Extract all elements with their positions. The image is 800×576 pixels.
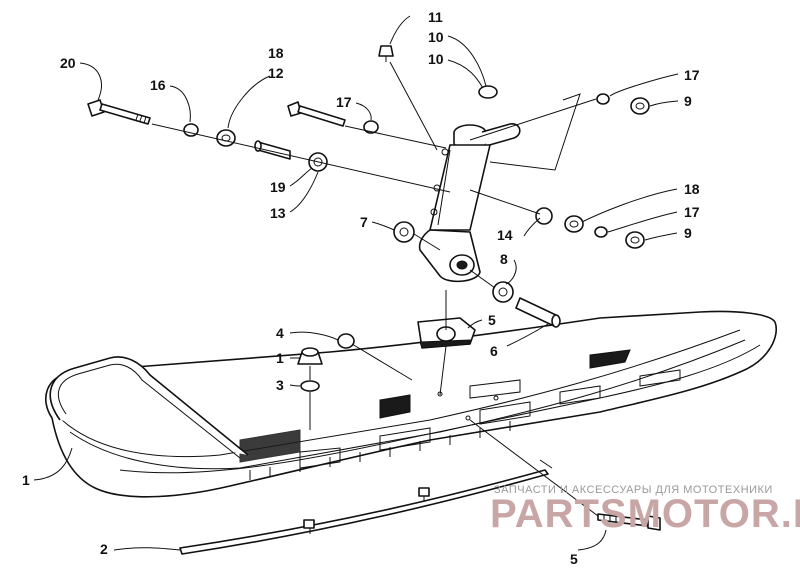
nut-6 [337,333,355,349]
callout-5: 5 [570,551,578,567]
callout-10: 9 [684,93,692,109]
watermark-brand: PARTSMOTOR.RU [490,492,800,536]
washer-4 [300,380,320,392]
washer-17d [594,226,608,238]
nut-10b [625,231,645,249]
washer-17c [596,93,610,105]
bushing-16b [535,207,553,225]
callout-17: 17 [336,94,352,110]
callout-17: 17 [684,204,700,220]
watermark-tagline: ЗАПЧАСТИ И АКСЕССУАРЫ ДЛЯ МОТОТЕХНИКИ [494,484,773,496]
leader-lines [33,15,679,551]
spacer-8 [515,297,561,328]
bolt-20 [87,99,151,125]
callout-12: 10 [428,29,444,45]
callout-14: 12 [268,65,284,81]
saddle-7 [417,317,476,349]
callout-8: 6 [490,343,498,359]
callout-1: 1 [22,472,30,488]
callout-16: 13 [270,205,286,221]
nut-10a [630,97,650,115]
watermark: ЗАПЧАСТИ И АКСЕССУАРЫ ДЛЯ МОТОТЕХНИКИ PA… [490,484,800,536]
callout-4: 3 [276,377,284,393]
wear-bar [179,459,553,555]
bushing-9b [492,281,514,303]
nut-18b [564,215,584,233]
washer-11 [478,85,498,99]
callout-18: 18 [684,181,700,197]
washer-17a [183,123,199,137]
bolt-14 [287,101,346,127]
grease-fitting-13 [378,45,394,62]
callout-20: 20 [60,55,76,71]
callout-19: 19 [270,179,286,195]
callout-17: 16 [150,77,166,93]
bushing-9a [393,221,415,243]
callouts: 20 16 18 12 17 11 10 10 17 9 19 13 18 17… [22,9,700,567]
ski-handle [49,356,249,459]
callout-7: 5 [488,312,496,328]
washer-17b [363,120,379,134]
nut-18a [216,129,236,147]
callout-9: 8 [500,251,508,267]
callout-2: 2 [100,541,108,557]
callout-6: 4 [276,325,284,341]
callout-17: 17 [684,67,700,83]
callout-10: 9 [684,225,692,241]
spacer-19 [254,140,291,160]
callout-13: 11 [428,9,443,25]
assembly-lines [151,61,599,517]
callout-11: 10 [428,51,444,67]
bolt-5 [597,513,661,531]
callout-3: 1 [276,350,284,366]
locknut-3 [297,347,323,365]
callout-9: 7 [360,214,368,230]
callout-16: 14 [497,227,513,243]
callout-18: 18 [268,45,284,61]
